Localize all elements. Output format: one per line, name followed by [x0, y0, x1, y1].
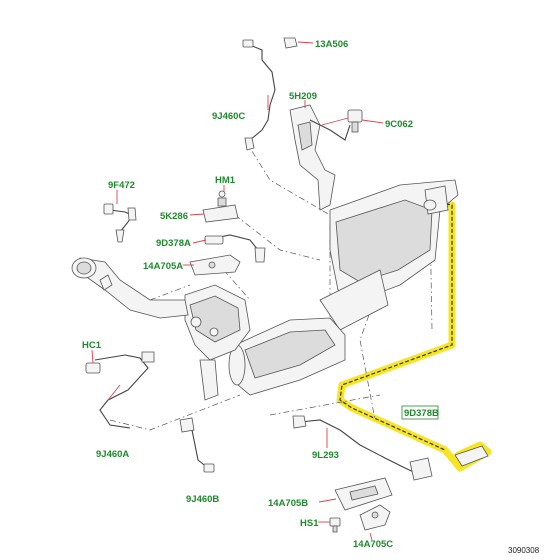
bracket-14a705c: [359, 504, 391, 531]
label-13a506: 13A506: [315, 39, 348, 50]
label-14a705c: 14A705C: [353, 539, 393, 550]
harness-9f472: [103, 203, 137, 243]
label-5h209: 5H209: [289, 91, 317, 102]
harness-9l293: [292, 415, 433, 481]
harness-9j460a: [85, 351, 155, 429]
catalytic-converter: [228, 317, 346, 396]
label-9j460b: 9J460B: [186, 494, 219, 505]
bracket-5k286: [202, 190, 239, 223]
harness-9j460c: [242, 37, 298, 151]
downpipe: [71, 257, 189, 319]
label-9c062: 9C062: [385, 119, 413, 130]
harness-9j460b: [179, 417, 215, 473]
connector-9d378b: [454, 445, 489, 467]
label-14a705a: 14A705A: [143, 261, 183, 272]
sensor-9c062: [347, 109, 363, 133]
bracket-5h209: [289, 104, 351, 211]
reference-number: 3090308: [508, 546, 540, 555]
harness-9d378a: [204, 234, 266, 263]
bolt-hs1: [329, 517, 341, 533]
label-9f472: 9F472: [108, 180, 135, 191]
dpf-assembly: [319, 179, 459, 331]
label-hs1: HS1: [300, 518, 319, 529]
exhaust-manifold: [184, 284, 251, 401]
bracket-14a705b: [334, 477, 393, 511]
label-9l293: 9L293: [312, 450, 339, 461]
label-5k286: 5K286: [160, 211, 188, 222]
label-9d378a: 9D378A: [156, 238, 191, 249]
label-hc1: HC1: [82, 340, 102, 351]
label-9d378b-box: [401, 405, 439, 420]
label-9d378b: 9D378B: [404, 408, 439, 419]
label-hm1: HM1: [215, 175, 236, 186]
label-9j460c: 9J460C: [212, 111, 245, 122]
leader-lines: [91, 41, 384, 541]
label-9j460a: 9J460A: [96, 449, 129, 460]
highlighted-harness-9d378b: [336, 199, 492, 472]
bracket-14a705a: [189, 254, 241, 276]
label-14a705b: 14A705B: [268, 498, 308, 509]
